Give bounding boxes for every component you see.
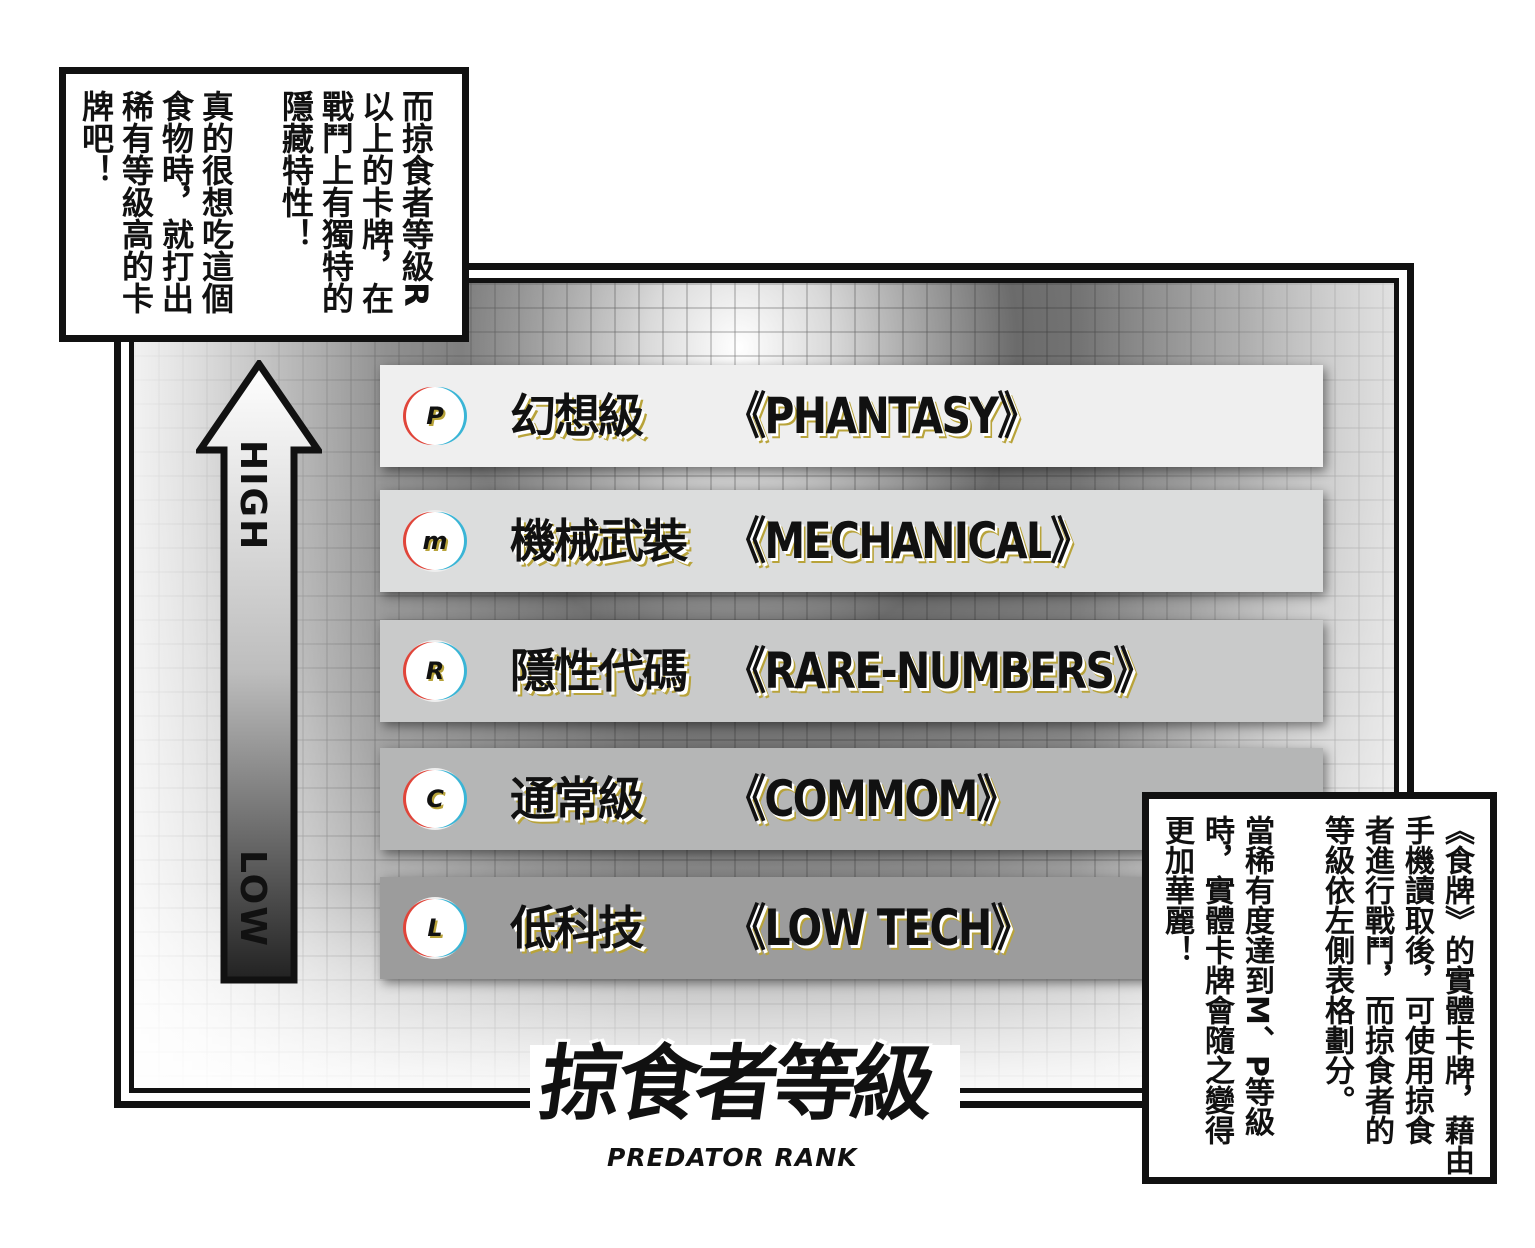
rank-badge: C — [406, 770, 464, 828]
rank-name-cn: 幻想級 — [510, 389, 644, 443]
note-line: 者進行戰鬥，而掠食者的 — [1359, 815, 1394, 1145]
rank-name-cn: 低科技 — [510, 901, 644, 955]
note-line: 真的很想吃這個 — [197, 90, 235, 314]
rank-name-cn: 機械武裝 — [510, 514, 688, 568]
note-line: 隱藏特性！ — [277, 90, 315, 250]
rank-badge: R — [406, 642, 464, 700]
rank-name-cn: 隱性代碼 — [510, 644, 688, 698]
rank-name-en: 《RARE-NUMBERS》 — [725, 642, 1154, 700]
page-title: 掠食者等級 — [533, 1037, 937, 1132]
rank-name-en: 《COMMOM》 — [725, 770, 1018, 828]
note-line: 手機讀取後，可使用掠食 — [1399, 815, 1434, 1145]
note-top-left: 而掠食者等級R 以上的卡牌，在 戰鬥上有獨特的 隱藏特性！ 真的很想吃這個 食物… — [59, 67, 469, 342]
note-line: 牌吧！ — [77, 90, 115, 186]
rank-row-rare-numbers: R 隱性代碼 《RARE-NUMBERS》 — [380, 620, 1323, 722]
title-backdrop — [530, 1045, 960, 1175]
rank-name-en: 《PHANTASY》 — [725, 387, 1038, 445]
note-line: 戰鬥上有獨特的 — [317, 90, 355, 314]
page-subtitle: PREDATOR RANK — [607, 1143, 858, 1172]
note-line: 更加華麗！ — [1159, 815, 1194, 965]
rank-row-mechanical: m 機械武裝 《MECHANICAL》 — [380, 490, 1323, 592]
note-line: 以上的卡牌，在 — [357, 90, 395, 314]
note-line: 時，實體卡牌會隨之變得 — [1199, 815, 1234, 1145]
note-line: 等級依左側表格劃分。 — [1319, 815, 1354, 1115]
rank-badge: P — [406, 387, 464, 445]
note-bottom-right: 《食牌》的實體卡牌，藉由 手機讀取後，可使用掠食 者進行戰鬥，而掠食者的 等級依… — [1142, 792, 1497, 1184]
rank-badge: L — [406, 899, 464, 957]
rank-badge: m — [406, 512, 464, 570]
arrow-high-label: HIGH — [232, 440, 273, 552]
arrow-low-label: LOW — [232, 850, 273, 948]
rank-name-cn: 通常級 — [510, 772, 644, 826]
note-line: 稀有等級高的卡 — [117, 90, 155, 314]
rank-row-phantasy: P 幻想級 《PHANTASY》 — [380, 365, 1323, 467]
note-line: 而掠食者等級R — [397, 90, 435, 307]
note-line: 《食牌》的實體卡牌，藉由 — [1439, 815, 1474, 1175]
note-line: 食物時，就打出 — [157, 90, 195, 314]
rank-name-en: 《LOW TECH》 — [725, 899, 1032, 957]
note-line: 當稀有度達到M、P等級 — [1239, 815, 1274, 1137]
rank-arrow-icon — [196, 360, 322, 984]
rank-name-en: 《MECHANICAL》 — [725, 512, 1091, 570]
